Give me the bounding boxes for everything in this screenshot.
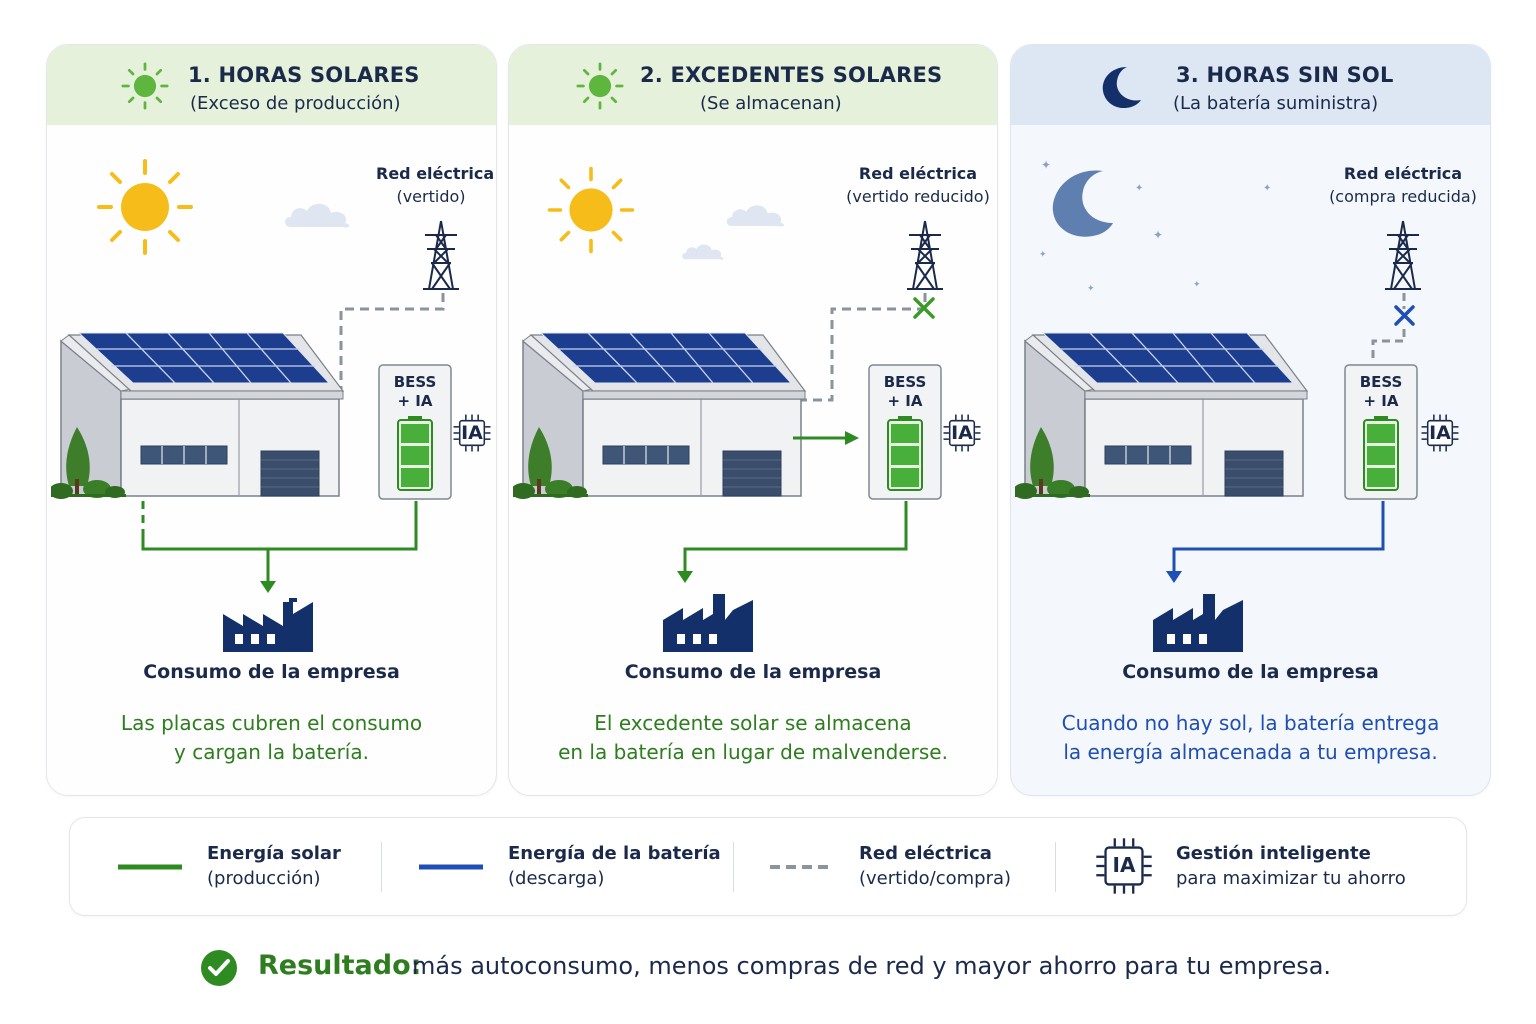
panel-header: 2. EXCEDENTES SOLARES (Se almacenan) <box>509 45 997 125</box>
bess-label: BESS+ IA <box>393 373 437 410</box>
arrow-head <box>1166 571 1182 583</box>
pylon-icon <box>422 220 460 290</box>
legend-text: Energía de la batería(descarga) <box>508 843 721 889</box>
bess-label: BESS+ IA <box>883 373 927 410</box>
blocked-x-icon <box>1394 305 1415 326</box>
panel-title: 2. EXCEDENTES SOLARES <box>640 63 943 87</box>
panel-subtitle: (Exceso de producción) <box>190 93 401 114</box>
arrow-head <box>677 571 693 583</box>
battery-discharge-line <box>1172 501 1385 573</box>
pylon-icon <box>906 220 944 290</box>
stars: ✦ ✦ ✦ ✦ ✦ ✦ ✦ <box>1039 158 1271 294</box>
bess-label: BESS+ IA <box>1359 373 1403 410</box>
divider <box>381 842 382 892</box>
dashed-gray-line-icon <box>770 865 834 869</box>
panel-solar-hours: 1. HORAS SOLARES (Exceso de producción) … <box>46 44 497 796</box>
blocked-x-icon <box>913 297 935 319</box>
check-circle-icon <box>201 950 237 986</box>
panel-title: 1. HORAS SOLARES <box>188 63 420 87</box>
factory-icon <box>1153 594 1243 652</box>
grid-label: Red eléctrica(compra reducida) <box>1329 164 1477 206</box>
ia-label: IA <box>1429 422 1451 444</box>
panel-diagram <box>51 159 492 652</box>
panel-header: 1. HORAS SOLARES (Exceso de producción) <box>47 45 496 125</box>
cloud-icon <box>682 244 724 260</box>
svg-text:✦: ✦ <box>1039 250 1047 260</box>
arrow-head <box>260 581 276 593</box>
divider <box>733 842 734 892</box>
factory-icon <box>223 598 313 652</box>
legend: Energía solar(producción) Energía de la … <box>69 817 1467 916</box>
svg-text:✦: ✦ <box>1087 284 1095 294</box>
sun-icon <box>547 166 635 254</box>
result-text: más autoconsumo, menos compras de red y … <box>412 952 1332 980</box>
ia-label: IA <box>951 422 973 444</box>
battery-flow-line <box>683 501 908 573</box>
svg-text:✦: ✦ <box>1041 158 1051 172</box>
solid-green-line-icon <box>118 864 182 870</box>
grid-label: Red eléctrica(vertido) <box>376 164 495 206</box>
arrow-head <box>845 431 859 445</box>
consumption-label: Consumo de la empresa <box>1122 661 1379 683</box>
panel-header: 3. HORAS SIN SOL (La batería suministra) <box>1011 45 1490 125</box>
legend-text: Energía solar(producción) <box>207 843 341 889</box>
svg-text:✦: ✦ <box>1135 183 1143 194</box>
building-with-solar-panels <box>513 332 806 500</box>
svg-text:✦: ✦ <box>1193 280 1201 290</box>
grid-dashed-line <box>339 293 445 400</box>
panel-no-sun-hours: 3. HORAS SIN SOL (La batería suministra)… <box>1010 44 1491 796</box>
legend-text: Red eléctrica(vertido/compra) <box>859 843 1012 889</box>
consumption-label: Consumo de la empresa <box>143 661 400 683</box>
building-with-solar-panels <box>51 332 344 500</box>
solar-flow-line <box>141 501 418 551</box>
factory-icon <box>663 594 753 652</box>
svg-text:✦: ✦ <box>1263 183 1271 194</box>
result-label: Resultado: <box>258 950 422 981</box>
cloud-icon <box>726 205 785 227</box>
panel-subtitle: (La batería suministra) <box>1173 93 1379 114</box>
cloud-icon <box>285 203 350 228</box>
panel-subtitle: (Se almacenan) <box>700 93 842 114</box>
divider <box>1055 842 1056 892</box>
grid-label: Red eléctrica(vertido reducido) <box>846 164 990 206</box>
grid-dashed-line <box>1371 329 1406 363</box>
grid-dashed-line <box>799 293 927 402</box>
panel-diagram: ✦ ✦ ✦ ✦ ✦ ✦ ✦ <box>1015 158 1460 652</box>
panel-solar-surplus: 2. EXCEDENTES SOLARES (Se almacenan) Red… <box>508 44 998 796</box>
solid-blue-line-icon <box>419 864 483 870</box>
ia-label: IA <box>461 422 483 444</box>
panel-diagram <box>513 166 982 652</box>
moon-icon <box>1052 170 1113 237</box>
pylon-icon <box>1384 220 1422 290</box>
svg-text:✦: ✦ <box>1153 228 1163 242</box>
ia-label: IA <box>1112 853 1136 877</box>
panel-title: 3. HORAS SIN SOL <box>1176 63 1394 87</box>
building-with-solar-panels <box>1015 332 1308 500</box>
crescent-moon-icon <box>1102 67 1141 109</box>
sun-icon <box>97 159 193 255</box>
consumption-label: Consumo de la empresa <box>624 661 882 683</box>
